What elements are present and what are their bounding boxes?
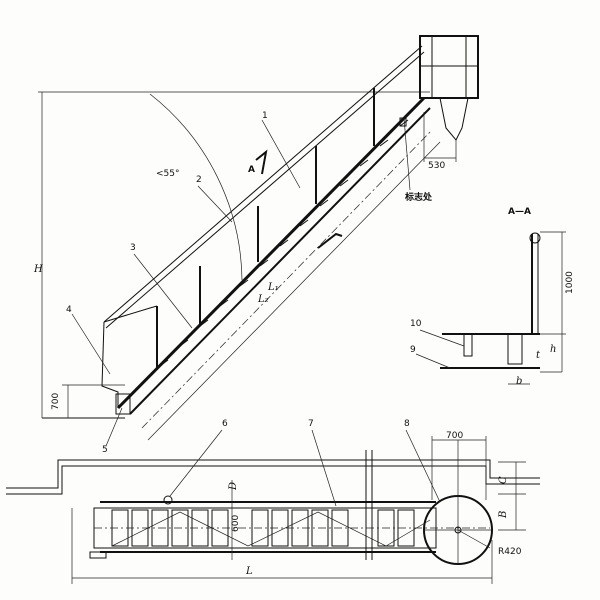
direction-arrow bbox=[317, 232, 343, 249]
mark-point bbox=[399, 117, 407, 127]
section-rail-cap bbox=[529, 232, 541, 244]
plan-fitting bbox=[163, 495, 173, 505]
radius-line bbox=[457, 529, 491, 549]
offset-530-label: 530 bbox=[428, 161, 445, 171]
part-3-label: 3 bbox=[130, 243, 136, 253]
part-2-label: 2 bbox=[196, 175, 202, 185]
leader-6 bbox=[169, 429, 223, 497]
section-stringer bbox=[507, 333, 523, 365]
part-6-label: 6 bbox=[222, 419, 228, 429]
plan-foot bbox=[89, 551, 107, 559]
part-9-label: 9 bbox=[410, 345, 416, 355]
handrail-top bbox=[103, 45, 423, 323]
leader-8 bbox=[405, 429, 441, 503]
part-10-label: 10 bbox=[410, 319, 422, 329]
height-label: H bbox=[33, 264, 43, 275]
l2-dimension-line bbox=[147, 141, 441, 441]
l1-label: L₁ bbox=[267, 282, 279, 293]
treads bbox=[159, 119, 409, 367]
section-support bbox=[463, 333, 473, 357]
part-1-label: 1 bbox=[262, 111, 268, 121]
part-7-label: 7 bbox=[308, 419, 314, 429]
bottom-bracket bbox=[115, 393, 131, 415]
dim-b-small-label: b bbox=[516, 376, 522, 387]
bottom-rail-top bbox=[103, 305, 158, 323]
leader-7 bbox=[311, 429, 337, 507]
dim-h-label: h bbox=[550, 344, 556, 355]
leader-9 bbox=[415, 353, 451, 369]
dim-t-label: t bbox=[536, 350, 541, 361]
part-4-label: 4 bbox=[66, 305, 72, 315]
dim-d-label: D bbox=[228, 482, 239, 491]
leader-4 bbox=[71, 313, 111, 375]
l2-label: L₂ bbox=[257, 294, 269, 305]
part-5-label: 5 bbox=[102, 445, 108, 455]
mark-leader bbox=[403, 117, 411, 191]
handrail-1000-label: 1000 bbox=[565, 271, 575, 294]
deck-edge-upper bbox=[6, 465, 540, 495]
plan-brace bbox=[111, 511, 431, 547]
angle-label: <55° bbox=[156, 169, 180, 179]
mark-note: 标志处 bbox=[404, 191, 433, 203]
leader-5 bbox=[105, 407, 123, 447]
angle-arc bbox=[149, 93, 243, 281]
plan-700-label: 700 bbox=[446, 431, 463, 441]
dim-b-label: B bbox=[498, 511, 509, 519]
leader-10 bbox=[419, 329, 465, 347]
part-8-label: 8 bbox=[404, 419, 410, 429]
section-view-label: A—A bbox=[508, 207, 531, 217]
top-platform bbox=[419, 35, 479, 99]
base-700-label: 700 bbox=[51, 393, 61, 410]
section-arrow-label: A bbox=[248, 165, 255, 175]
deck-edge-upper-inner bbox=[6, 459, 540, 489]
lower-stringer bbox=[116, 96, 426, 410]
leader-3 bbox=[133, 253, 193, 329]
lower-stringer-edge bbox=[129, 107, 431, 415]
section-arrow-a bbox=[255, 149, 268, 175]
leader-1 bbox=[261, 119, 301, 189]
bottom-rail bbox=[101, 321, 119, 408]
handrail-top-inner bbox=[105, 51, 425, 329]
top-hinge-bracket bbox=[439, 97, 469, 141]
plan-length-label: L bbox=[245, 566, 253, 577]
dim-c-label: C bbox=[498, 476, 509, 484]
leader-2 bbox=[197, 185, 233, 223]
radius-label: R420 bbox=[498, 547, 522, 557]
l1-dimension-line bbox=[141, 129, 433, 429]
plan-width-label: 600 bbox=[231, 515, 241, 532]
